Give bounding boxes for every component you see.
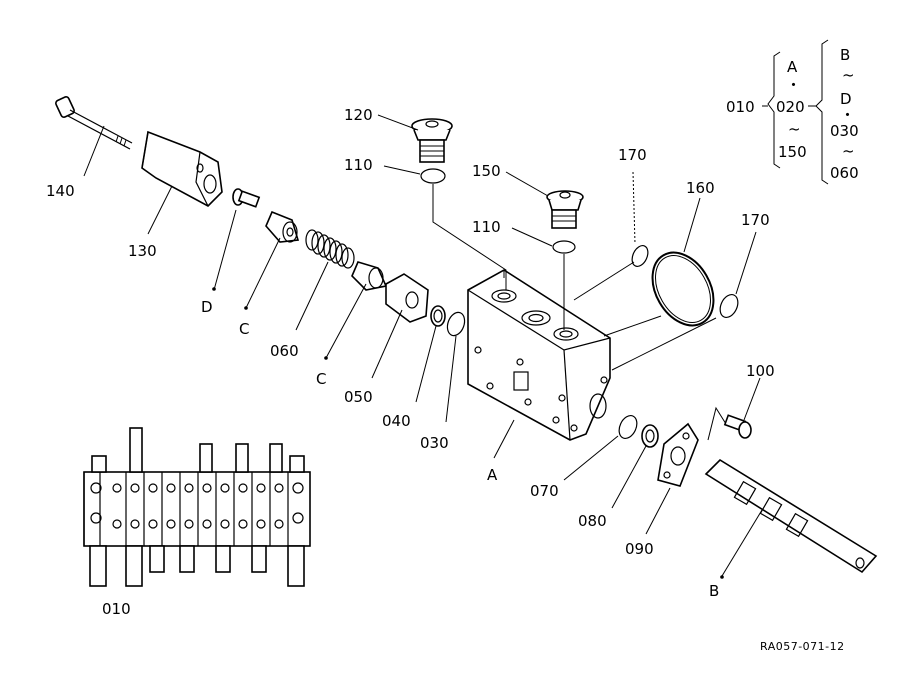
label-010-assembly: 010 [102, 600, 131, 618]
label-A-body: A [487, 466, 498, 484]
label-050: 050 [344, 388, 373, 406]
assembly-010-view [83, 427, 311, 587]
label-120: 120 [344, 106, 373, 124]
ring-080 [641, 424, 659, 448]
label-030-bracket: 030 [830, 122, 859, 140]
o-ring-110-mid [552, 240, 576, 254]
label-170-right: 170 [741, 211, 770, 229]
label-C-lower: C [316, 370, 326, 388]
ring-040 [430, 305, 446, 327]
seat-C-upper [265, 210, 300, 243]
spring-060 [305, 229, 355, 269]
labels: 140 130 D C 060 C 050 040 030 A 120 110 … [46, 46, 859, 653]
o-ring-070 [618, 415, 638, 439]
spool-B [704, 458, 878, 574]
label-110-mid: 110 [472, 218, 501, 236]
screw-D [232, 188, 261, 208]
label-150-bracket: 150 [778, 143, 807, 161]
o-ring-110-top [420, 168, 446, 184]
flange-050 [385, 273, 429, 323]
label-D-bracket: D [840, 90, 852, 108]
guide-lines [432, 184, 727, 441]
label-C-upper: C [239, 320, 249, 338]
bracket-tilde-2: ~ [842, 66, 855, 84]
label-D-screw: D [201, 298, 213, 316]
label-B-spool: B [709, 582, 719, 600]
label-100: 100 [746, 362, 775, 380]
label-060-bracket: 060 [830, 164, 859, 182]
label-150: 150 [472, 162, 501, 180]
label-010-bracket: 010 [726, 98, 755, 116]
bracket-tilde-3: ~ [842, 142, 855, 160]
leader-lines [83, 114, 763, 579]
label-020: 020 [776, 98, 805, 116]
plug-120 [411, 118, 453, 163]
plug-150 [546, 190, 584, 229]
cap-130 [141, 130, 223, 207]
screw-100 [723, 414, 752, 439]
o-ring-170-left [631, 245, 649, 267]
label-080: 080 [578, 512, 607, 530]
label-160: 160 [686, 179, 715, 197]
label-090: 090 [625, 540, 654, 558]
label-170-left: 170 [618, 146, 647, 164]
label-110-top: 110 [344, 156, 373, 174]
label-070: 070 [530, 482, 559, 500]
label-040: 040 [382, 412, 411, 430]
assembly-bracket-notation [762, 39, 829, 185]
label-060: 060 [270, 342, 299, 360]
label-140: 140 [46, 182, 75, 200]
reference-code: RA057-071-12 [760, 640, 845, 653]
o-ring-160 [651, 251, 715, 327]
label-030: 030 [420, 434, 449, 452]
o-ring-030 [446, 311, 466, 337]
valve-body-A [467, 269, 611, 441]
bracket-tilde-1: ~ [788, 120, 801, 138]
label-A-bracket: A [787, 58, 798, 76]
label-B-bracket: B [840, 46, 850, 64]
o-ring-170-right [719, 294, 739, 318]
label-130: 130 [128, 242, 157, 260]
seat-C-lower [351, 261, 388, 291]
bracket-dot-2: ・ [840, 106, 855, 124]
bolt-140 [55, 96, 133, 150]
flange-090 [657, 422, 699, 487]
bracket-dot-1: ・ [786, 76, 801, 94]
